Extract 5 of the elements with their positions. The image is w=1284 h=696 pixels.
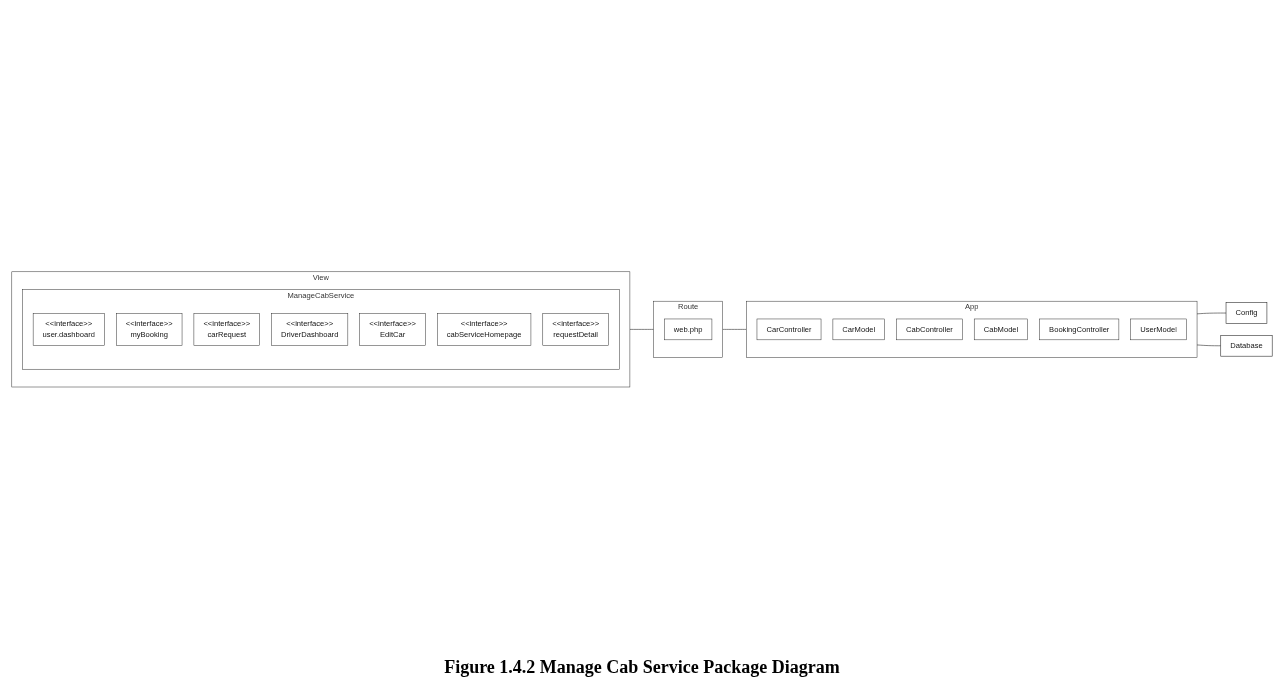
figure-caption: Figure 1.4.2 Manage Cab Service Package Diagram <box>444 657 840 678</box>
connector <box>1196 312 1227 315</box>
connector <box>722 329 747 330</box>
connector <box>629 329 654 330</box>
connector <box>1196 344 1222 347</box>
